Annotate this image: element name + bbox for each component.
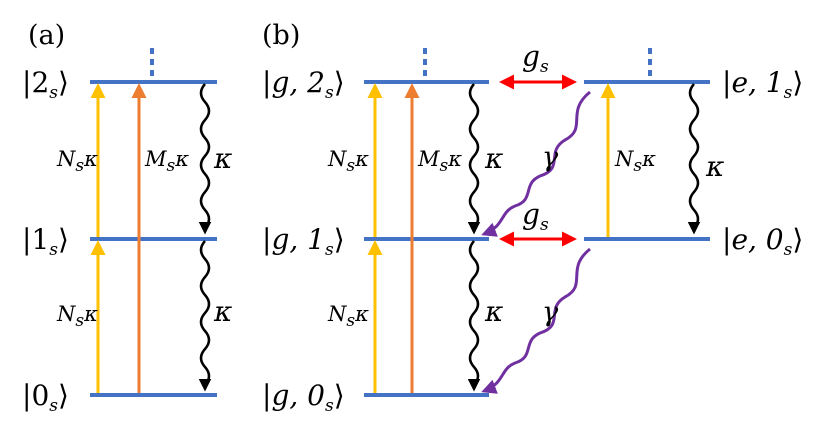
ket-a-0: |0s⟩ [22, 379, 69, 416]
label-n-a-upper: Nsκ [56, 147, 98, 176]
ket-b-e1: |e, 1s⟩ [722, 66, 803, 103]
decay-arrow-a-upper [198, 83, 212, 235]
label-n-b-lower: Nsκ [327, 302, 369, 331]
gamma-arrow-upper [481, 90, 591, 237]
label-decay-a-lower: κ [213, 295, 232, 328]
decay-arrow-b-lower [467, 240, 481, 392]
label-coupling-upper: gs [522, 40, 549, 77]
label-decay-b-right: κ [705, 150, 724, 183]
label-m-b: Msκ [417, 147, 462, 176]
label-coupling-lower: gs [522, 198, 549, 235]
label-n-b-upper: Nsκ [327, 147, 369, 176]
ket-b-g0: |g, 0s⟩ [262, 379, 345, 416]
label-n-a-lower: Nsκ [56, 302, 98, 331]
ket-a-1: |1s⟩ [22, 223, 69, 260]
label-decay-b-lower: κ [484, 295, 503, 328]
panel-b-label: (b) [262, 20, 300, 51]
label-gamma-lower: γ [542, 297, 559, 328]
label-decay-a-upper: κ [213, 142, 232, 175]
decay-arrow-b-upper [467, 83, 481, 235]
label-gamma-upper: γ [542, 142, 559, 173]
ket-b-g1: |g, 1s⟩ [262, 223, 345, 260]
gamma-arrow-lower [481, 247, 591, 394]
ket-b-g2: |g, 2s⟩ [262, 66, 345, 103]
panel-a-label: (a) [28, 20, 65, 51]
decay-arrow-b-right [687, 83, 701, 235]
ket-a-2: |2s⟩ [22, 66, 69, 103]
label-n-b-right: Nsκ [614, 147, 656, 176]
ket-b-e0: |e, 0s⟩ [722, 223, 803, 260]
label-decay-b-upper: κ [484, 142, 503, 175]
label-m-a: Msκ [144, 147, 189, 176]
decay-arrow-a-lower [198, 240, 212, 392]
